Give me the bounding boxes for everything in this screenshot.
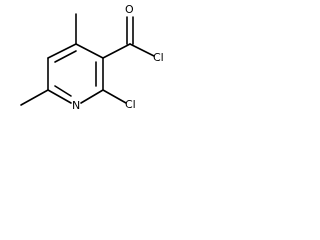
ring-double-bond-c5-c4 xyxy=(54,50,77,63)
chemical-structure: O Cl Cl N xyxy=(20,3,164,112)
acyl-chloride-bond xyxy=(129,43,155,57)
pyridine-ring xyxy=(47,43,104,104)
ring-chloride-bond xyxy=(102,89,127,104)
ring-bond-c4-c3 xyxy=(75,43,104,59)
substituents xyxy=(20,13,155,106)
carbonyl-bond-c3 xyxy=(102,43,131,59)
acyl-chlorine-label: Cl xyxy=(153,51,164,64)
oxygen-atom-label: O xyxy=(125,3,134,16)
ring-bond-c5-c4 xyxy=(47,43,77,59)
ring-double-bond-n1-c6 xyxy=(54,85,72,97)
nitrogen-atom-label: N xyxy=(72,99,80,112)
ring-chlorine-label: Cl xyxy=(125,98,136,111)
ring-bond-n1-c6 xyxy=(47,89,72,104)
methyl-bond-c6 xyxy=(20,89,49,106)
ring-bond-c2-n1 xyxy=(80,89,104,104)
